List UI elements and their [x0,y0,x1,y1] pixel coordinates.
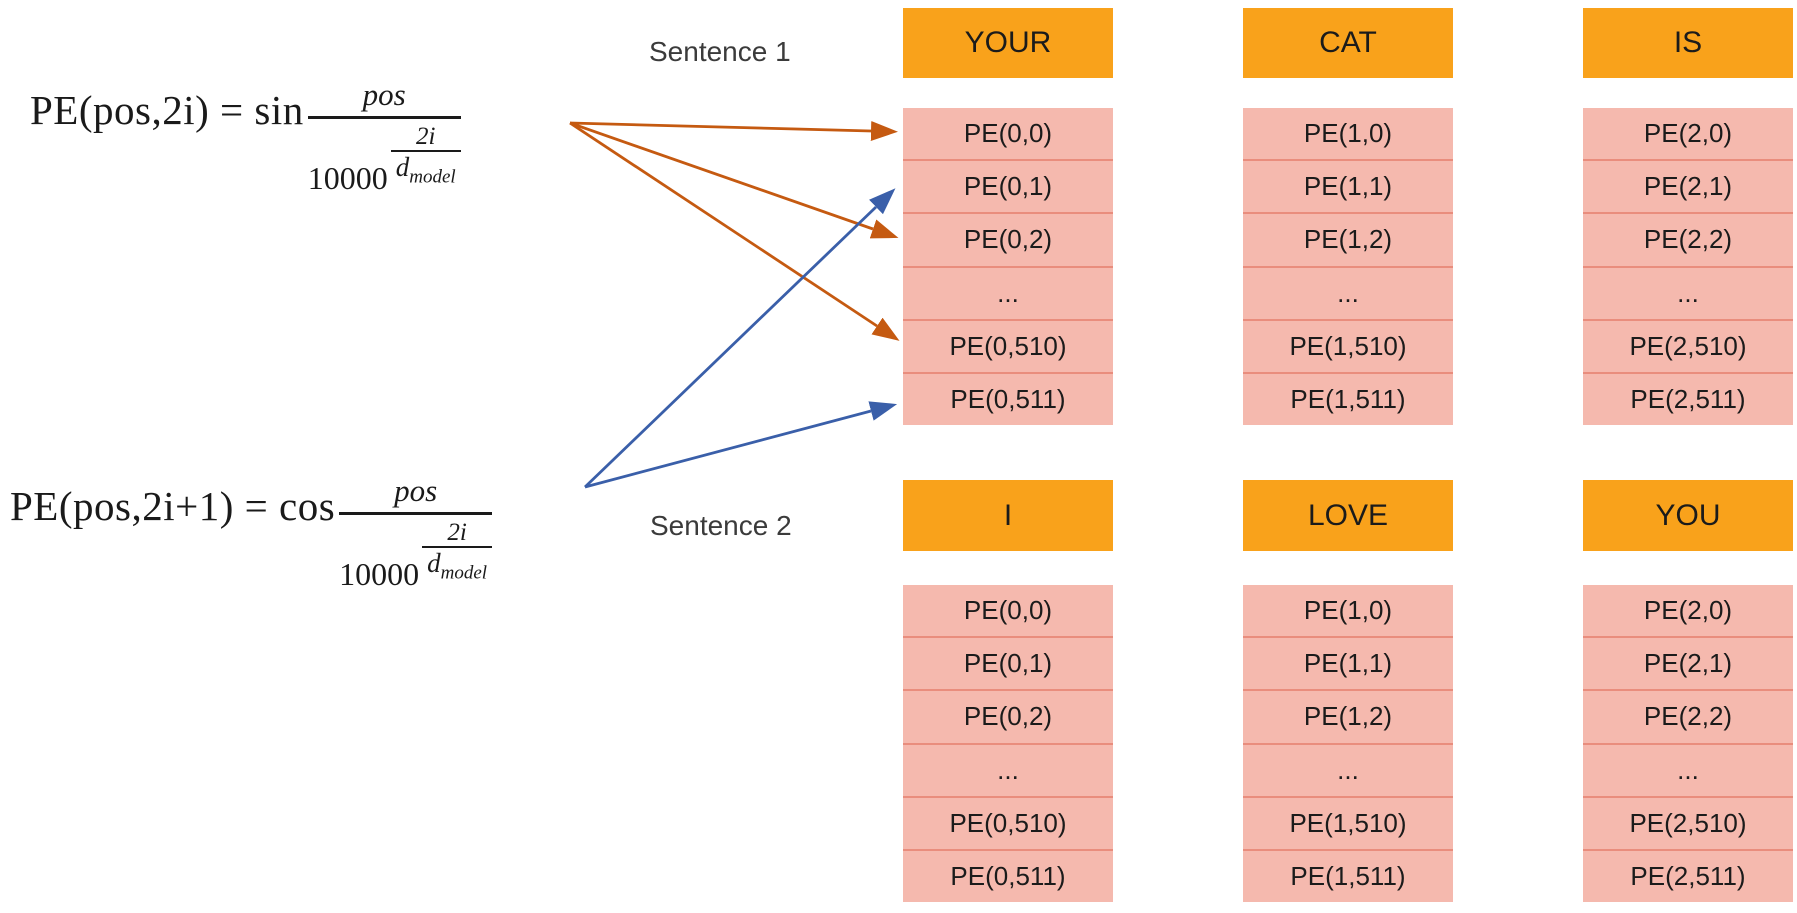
pe-cell-ellipsis: ... [903,267,1113,321]
pe-cell-ellipsis: ... [903,744,1113,798]
formula-sin-exponent: 2i dmodel [390,123,461,192]
formula-sin-lhs: PE(pos,2i) = sin [30,87,304,133]
arrow-cos-to-pe-0-1 [584,188,896,489]
pe-cell: PE(0,1) [903,161,1113,215]
pe-cell: PE(0,0) [903,108,1113,162]
pe-table-you: PE(2,0) PE(2,1) PE(2,2) ... PE(2,510) PE… [1583,585,1793,903]
formula-cos: PE(pos,2i+1) = cos pos 10000 2i dmodel [10,473,493,592]
word-column-your: YOUR PE(0,0) PE(0,1) PE(0,2) ... PE(0,51… [903,8,1113,426]
formula-cos-base: 10000 [339,556,420,593]
formula-cos-exponent: 2i dmodel [422,519,493,588]
word-column-i: I PE(0,0) PE(0,1) PE(0,2) ... PE(0,510) … [903,480,1113,903]
pe-table-is: PE(2,0) PE(2,1) PE(2,2) ... PE(2,510) PE… [1583,108,1793,426]
word-header-i: I [903,480,1113,551]
pe-cell: PE(0,511) [903,850,1113,903]
pe-cell: PE(2,510) [1583,320,1793,374]
pe-cell: PE(2,1) [1583,161,1793,215]
pe-cell: PE(2,2) [1583,214,1793,268]
word-header-you: YOU [1583,480,1793,551]
arrow-sin-to-pe-0-510 [569,121,900,341]
pe-cell: PE(2,2) [1583,691,1793,745]
pe-cell-ellipsis: ... [1583,267,1793,321]
pe-cell: PE(2,510) [1583,797,1793,851]
arrow-sin-to-pe-0-2 [569,121,899,239]
formula-cos-exp-denominator: dmodel [422,546,493,588]
pe-cell: PE(0,1) [903,638,1113,692]
word-header-cat: CAT [1243,8,1453,78]
pe-cell: PE(0,0) [903,585,1113,639]
formula-sin-base: 10000 [307,160,388,197]
pe-cell: PE(1,511) [1243,850,1453,903]
formula-sin: PE(pos,2i) = sin pos 10000 2i dmodel [30,77,461,196]
pe-cell: PE(1,510) [1243,797,1453,851]
pe-cell: PE(2,0) [1583,108,1793,162]
pe-cell: PE(1,511) [1243,373,1453,426]
pe-table-i: PE(0,0) PE(0,1) PE(0,2) ... PE(0,510) PE… [903,585,1113,903]
formula-cos-exp-numerator: 2i [447,519,467,546]
word-column-you: YOU PE(2,0) PE(2,1) PE(2,2) ... PE(2,510… [1583,480,1793,903]
formula-sin-denominator: 10000 2i dmodel [308,119,461,196]
pe-cell: PE(2,511) [1583,373,1793,426]
word-header-is: IS [1583,8,1793,78]
word-header-your: YOUR [903,8,1113,78]
pe-table-your: PE(0,0) PE(0,1) PE(0,2) ... PE(0,510) PE… [903,108,1113,426]
pe-cell: PE(1,2) [1243,691,1453,745]
formula-sin-numerator: pos [307,77,461,119]
formula-cos-lhs: PE(pos,2i+1) = cos [10,483,336,529]
pe-cell: PE(1,1) [1243,638,1453,692]
pe-cell: PE(1,0) [1243,585,1453,639]
pe-cell: PE(1,510) [1243,320,1453,374]
formula-cos-fraction: pos 10000 2i dmodel [339,473,493,593]
pe-cell-ellipsis: ... [1243,267,1453,321]
formula-sin-exp-den-subscript: model [409,166,456,188]
formula-cos-exp-den-subscript: model [440,562,488,584]
formula-sin-exp-den-base: d [395,152,410,182]
pe-cell: PE(0,2) [903,214,1113,268]
formula-cos-numerator: pos [339,473,493,515]
pe-cell: PE(0,2) [903,691,1113,745]
arrow-cos-to-pe-0-511 [584,401,898,489]
pe-cell: PE(2,0) [1583,585,1793,639]
arrow-sin-to-pe-0-0 [569,121,898,141]
formula-sin-exp-numerator: 2i [415,123,436,150]
pe-cell: PE(2,1) [1583,638,1793,692]
formula-cos-denominator: 10000 2i dmodel [339,515,493,593]
sentence-2-label: Sentence 2 [650,510,792,541]
word-header-love: LOVE [1243,480,1453,551]
pe-cell: PE(1,0) [1243,108,1453,162]
pe-cell-ellipsis: ... [1583,744,1793,798]
word-column-love: LOVE PE(1,0) PE(1,1) PE(1,2) ... PE(1,51… [1243,480,1453,903]
pe-cell: PE(1,1) [1243,161,1453,215]
pe-cell: PE(0,511) [903,373,1113,426]
word-column-cat: CAT PE(1,0) PE(1,1) PE(1,2) ... PE(1,510… [1243,8,1453,426]
pe-cell: PE(0,510) [903,797,1113,851]
pe-table-cat: PE(1,0) PE(1,1) PE(1,2) ... PE(1,510) PE… [1243,108,1453,426]
formula-sin-fraction: pos 10000 2i dmodel [307,77,461,196]
pe-cell-ellipsis: ... [1243,744,1453,798]
formula-cos-exp-den-base: d [427,548,441,578]
pe-cell: PE(1,2) [1243,214,1453,268]
pe-cell: PE(2,511) [1583,850,1793,903]
formula-sin-exp-denominator: dmodel [390,150,461,192]
pe-cell: PE(0,510) [903,320,1113,374]
pe-table-love: PE(1,0) PE(1,1) PE(1,2) ... PE(1,510) PE… [1243,585,1453,903]
sentence-1-label: Sentence 1 [649,36,791,67]
word-column-is: IS PE(2,0) PE(2,1) PE(2,2) ... PE(2,510)… [1583,8,1793,426]
